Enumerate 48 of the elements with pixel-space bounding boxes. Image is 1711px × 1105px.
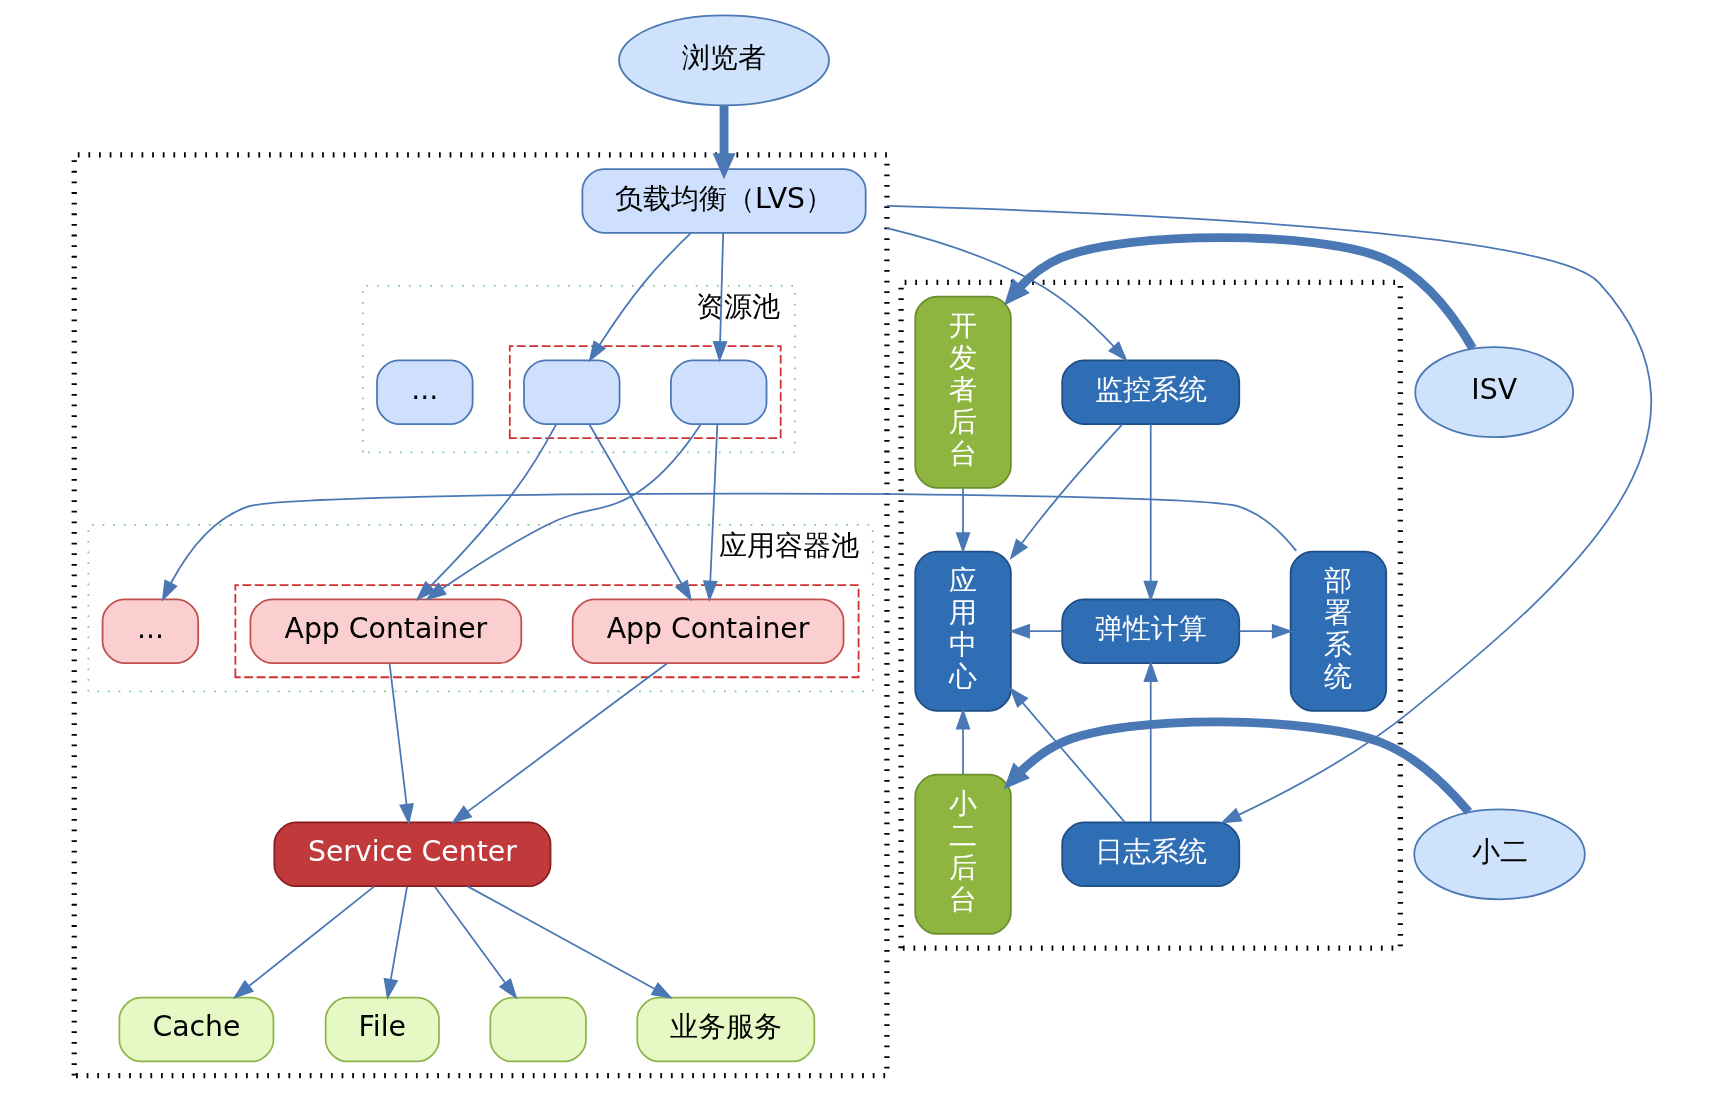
- node-box: 开发者后台: [913, 295, 1012, 489]
- node-box: 小二后台: [913, 773, 1012, 935]
- node-ellipse: ISV: [1413, 346, 1574, 439]
- arrow: [587, 423, 692, 602]
- arrow: [1008, 686, 1126, 824]
- arrow: [1142, 423, 1158, 602]
- arrow: [885, 227, 1128, 362]
- arrow: [712, 105, 735, 180]
- node-box: 监控系统: [1060, 359, 1240, 425]
- arrow: [1142, 660, 1158, 824]
- arrow: [588, 232, 692, 363]
- arrow: [232, 885, 375, 999]
- node-box: ...: [375, 359, 473, 425]
- node-box: [488, 996, 587, 1063]
- node-box: 日志系统: [1060, 821, 1240, 888]
- node-box: 应用中心: [913, 550, 1012, 712]
- node-box: ...: [101, 598, 199, 664]
- arrow: [433, 885, 517, 1000]
- arrow: [466, 885, 673, 999]
- node-box: 部署系统: [1289, 550, 1387, 712]
- arrow: [1008, 623, 1063, 639]
- node-box: 业务服务: [635, 996, 815, 1063]
- arrow: [712, 232, 728, 363]
- node-box: 弹性计算: [1060, 598, 1240, 664]
- arrow: [955, 487, 970, 554]
- arrow: [424, 423, 701, 601]
- arrow: [1003, 717, 1472, 815]
- arrow: [1003, 233, 1476, 351]
- arrow: [702, 423, 718, 602]
- arrow: [885, 205, 1652, 824]
- node-box: 负载均衡（LVS）: [581, 168, 867, 234]
- node-box: App Container: [571, 598, 844, 664]
- node-box: File: [324, 996, 440, 1063]
- node-box: Cache: [118, 996, 274, 1063]
- arrow: [161, 492, 1297, 602]
- cluster: [508, 345, 782, 440]
- node-box: Service Center: [272, 821, 551, 888]
- arrow: [388, 662, 414, 825]
- node-box: [522, 359, 620, 425]
- node-box: [669, 359, 767, 425]
- arrow: [1009, 423, 1123, 561]
- arrow: [383, 885, 408, 1000]
- node-ellipse: 浏览者: [617, 14, 830, 107]
- arrow: [1238, 623, 1293, 639]
- arrow: [955, 708, 970, 775]
- node-ellipse: 小二: [1412, 808, 1586, 901]
- node-box: App Container: [249, 598, 522, 664]
- arrow: [415, 423, 557, 601]
